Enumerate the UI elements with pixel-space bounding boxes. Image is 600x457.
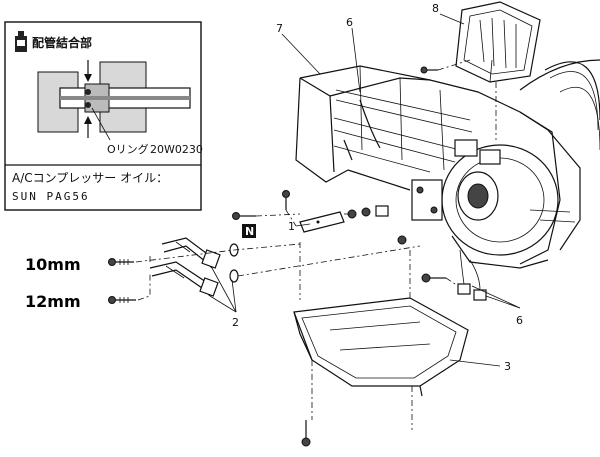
torque-label-12mm: 12mm (25, 292, 81, 311)
assembly-lines (135, 59, 497, 430)
pipe-part-1 (299, 211, 345, 233)
new-part-badge: N (242, 224, 256, 238)
callout-box: 配管結合部 Oリング 20W0230 A/Cコンプレッサー オイル： SUN P… (4, 21, 203, 211)
refrigerant-pipes-part-2 (149, 237, 221, 297)
drain-pan (293, 297, 469, 397)
bolt-near-pipe1 (282, 190, 290, 210)
evaporator-housing (295, 65, 581, 269)
oil-spec-line2: SUN PAG56 (12, 190, 90, 203)
duct-filter-box (455, 1, 541, 83)
oring-label: Oリング (107, 142, 149, 156)
screw-near-duct (420, 66, 438, 74)
leaders (209, 13, 521, 367)
pipe-joint-illustration (37, 60, 191, 141)
bolt-10mm (108, 258, 134, 266)
torque-label-10mm: 10mm (25, 255, 81, 274)
oil-can-icon (15, 31, 27, 52)
connectors-right (457, 249, 487, 301)
part-number-6-right: 6 (516, 314, 523, 327)
part-code: 20W0230 (150, 143, 203, 156)
part-number-3: 3 (504, 360, 511, 373)
bolt-upper-left (232, 212, 256, 220)
part-number-6-top: 6 (346, 16, 353, 29)
bolt-12mm (108, 296, 136, 304)
wire-harness (519, 59, 600, 151)
part-number-1: 1 (288, 220, 295, 233)
bottom-bolt (301, 420, 311, 447)
oil-spec-line1: A/Cコンプレッサー オイル： (12, 171, 168, 185)
part-number-2: 2 (232, 316, 239, 329)
bolts-center (347, 205, 446, 283)
part-number-8: 8 (432, 2, 439, 15)
badge-letter: N (245, 225, 254, 238)
part-number-7: 7 (276, 22, 283, 35)
callout-heading: 配管結合部 (32, 35, 92, 50)
